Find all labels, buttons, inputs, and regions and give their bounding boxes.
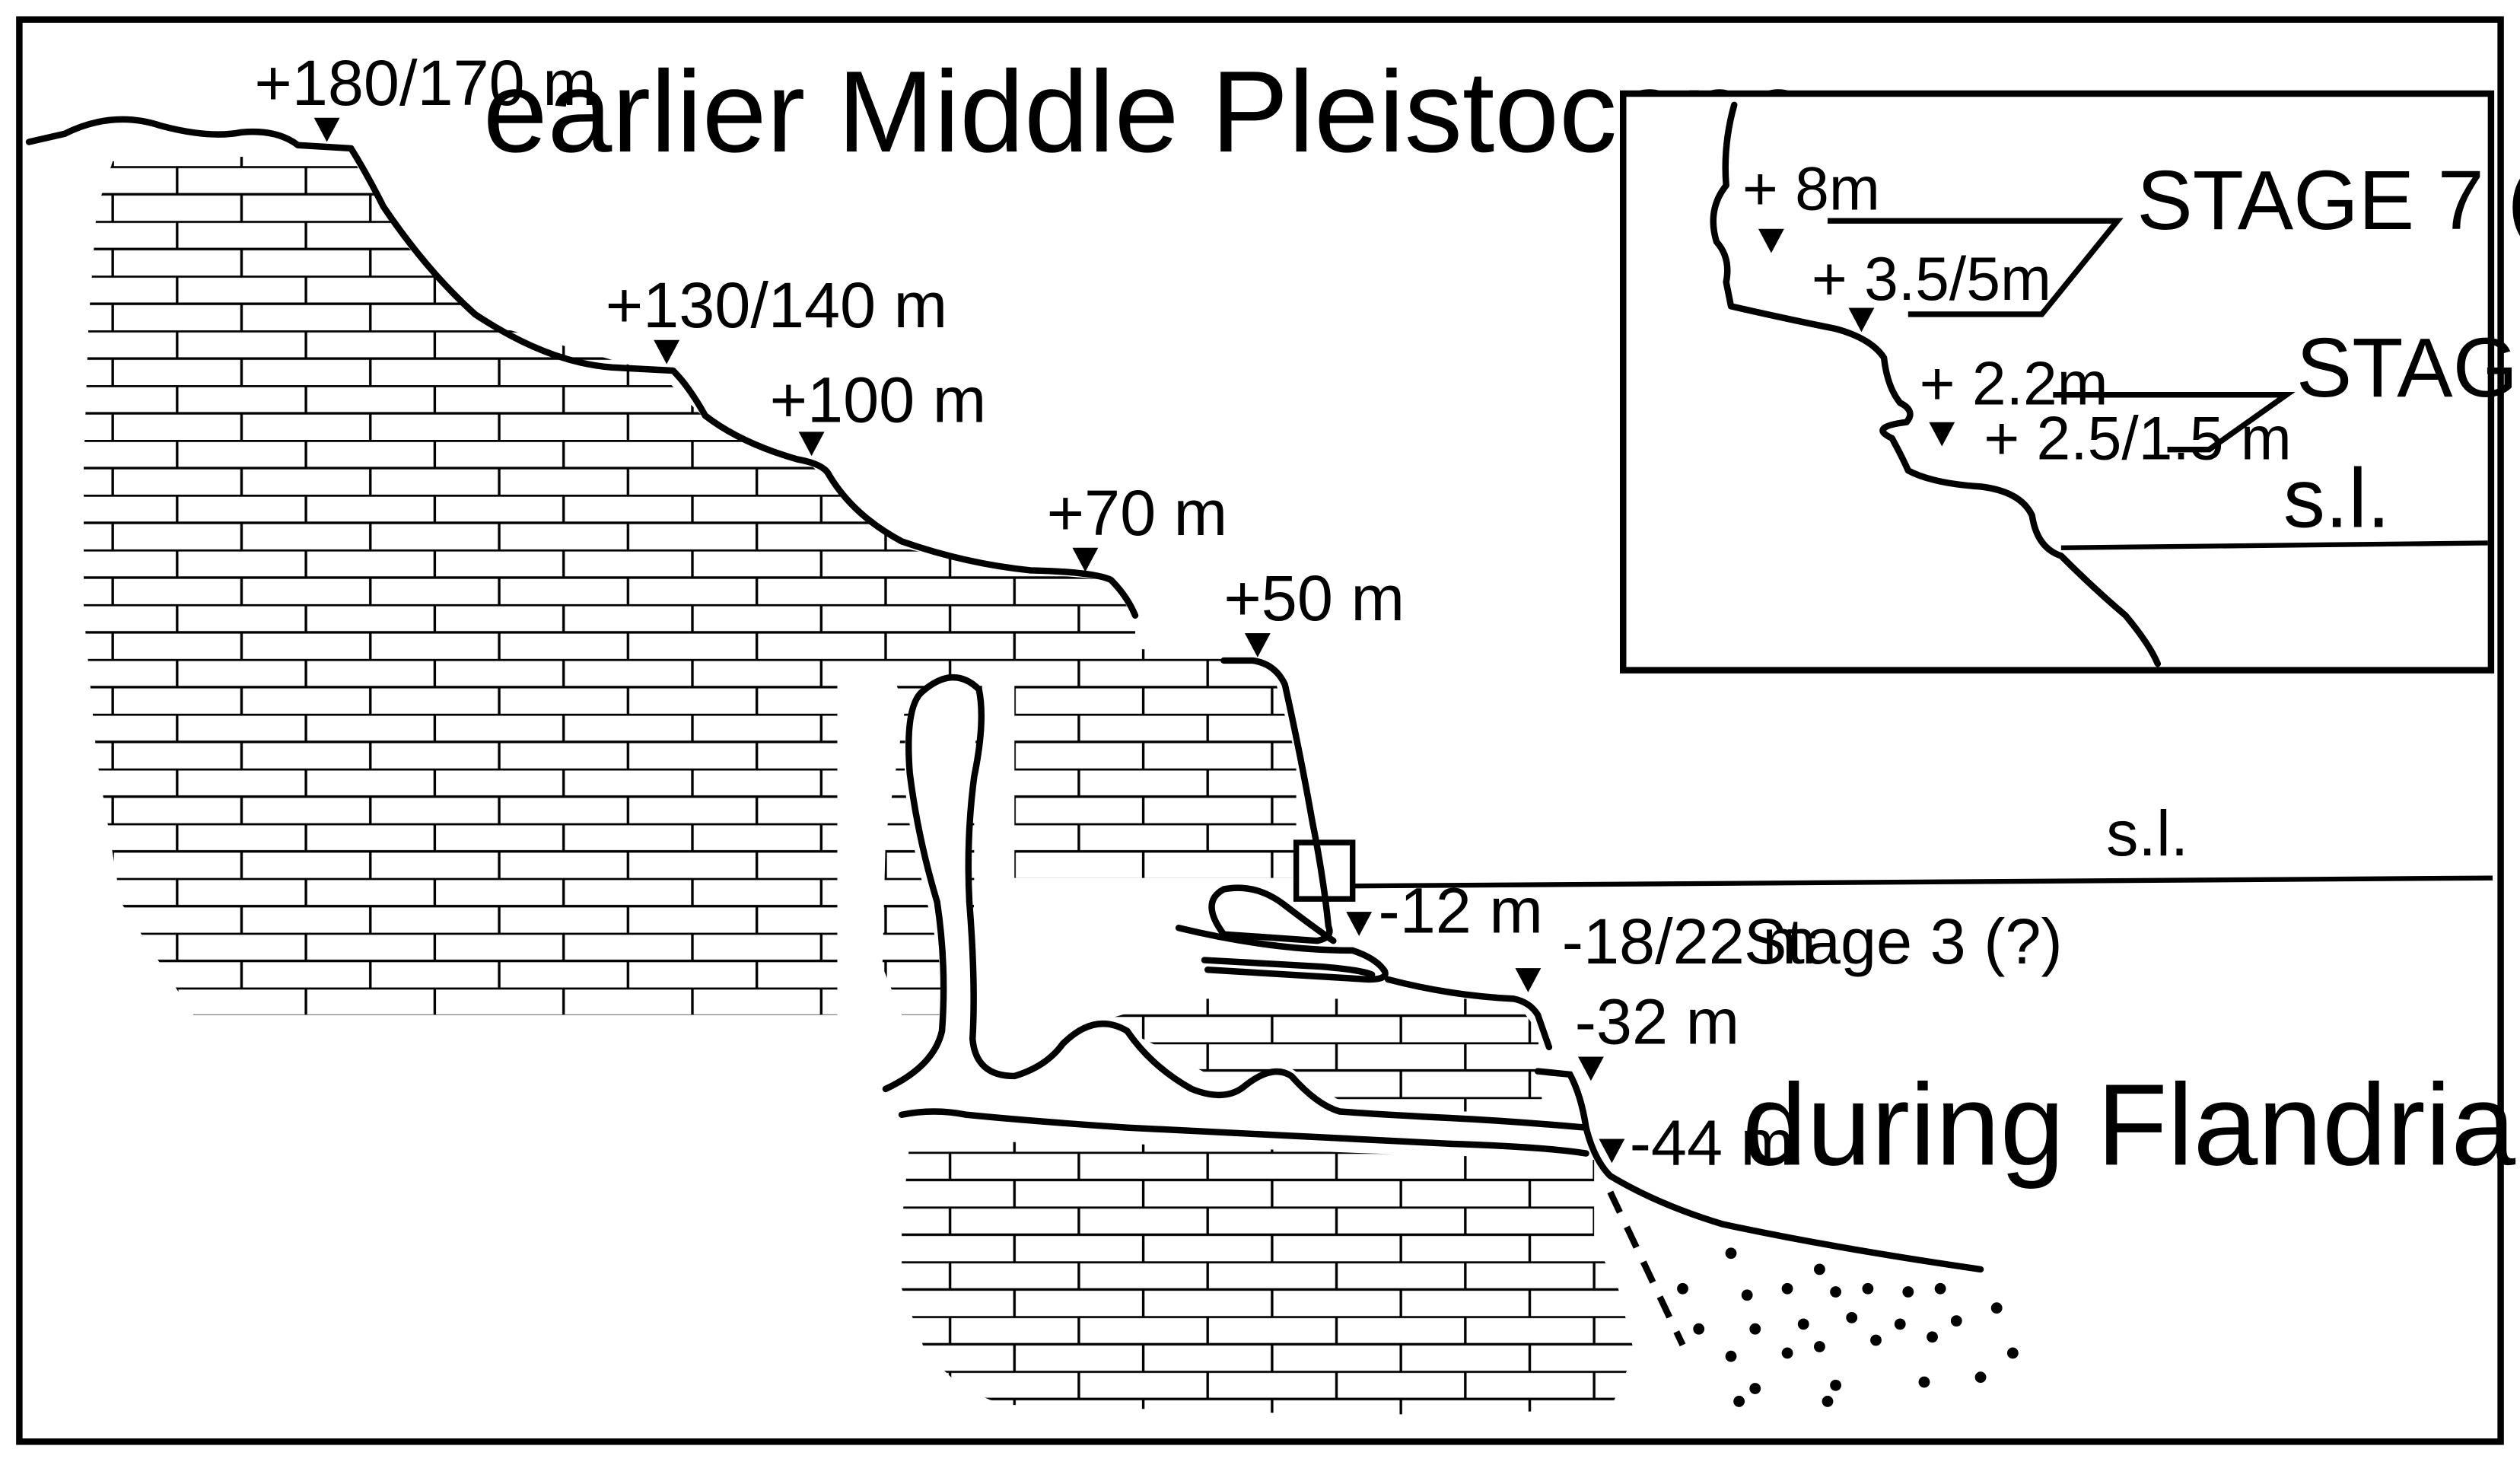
inset-level-8: + 8m (1742, 154, 1880, 223)
ground-profile-line (25, 116, 1139, 619)
inset-sea-level-label: s.l. (2283, 451, 2391, 545)
heading-upper: earlier Middle Pleistocene (483, 47, 1811, 177)
shelf-line-c (1385, 976, 1553, 1051)
down-triangle-icon (1577, 1056, 1604, 1081)
down-triangle-icon (313, 117, 340, 142)
down-triangle-icon (1848, 307, 1875, 333)
level-label-70: +70 m (1047, 476, 1228, 549)
down-triangle-icon (1515, 968, 1542, 992)
down-triangle-icon (1758, 228, 1784, 253)
stage-3-label: Stage 3 (?) (1744, 905, 2063, 977)
level-label-minus44: -44 m (1630, 1106, 1794, 1178)
sediment-dots (1677, 1247, 2019, 1407)
down-triangle-icon (798, 432, 825, 457)
cave-outline (882, 674, 1589, 1131)
inset-frame (1619, 90, 2495, 674)
lower-terrace-line (1534, 1068, 1984, 1273)
inset-sea-level-line (2060, 540, 2488, 550)
stage-5-bracket (2053, 392, 2296, 453)
down-triangle-icon (1346, 912, 1373, 936)
inset-locator-box (1293, 839, 1356, 902)
level-label-minus12: -12 m (1379, 874, 1543, 947)
level-label-50: +50 m (1223, 562, 1405, 634)
level-label-minus32: -32 m (1575, 986, 1739, 1058)
level-label-100: +100 m (770, 364, 987, 436)
down-triangle-icon (654, 339, 680, 365)
sea-level-label: s.l. (2106, 797, 2188, 869)
cave-floor-line (898, 1108, 1589, 1157)
heading-lower: during Flandria Trasgression (1742, 1060, 2520, 1190)
stage-7-bracket (1827, 218, 2124, 317)
down-triangle-icon (1072, 547, 1099, 572)
shelf-line-b (1201, 957, 1376, 978)
inset-panel: + 8m + 3.5/5m + 2.2m + 2.5/1.5 m STAGE 7… (1619, 90, 2520, 674)
down-triangle-icon (1244, 632, 1271, 658)
shelf-line-a (1175, 925, 1389, 983)
ground-profile-line-lower (1208, 657, 1337, 944)
down-triangle-icon (1599, 1139, 1625, 1164)
outer-frame (16, 16, 2504, 1445)
inset-level-2-2: + 2.2m (1920, 349, 2108, 418)
limestone-upper-block (84, 148, 1297, 1015)
inset-profile-line (1710, 101, 2162, 667)
inset-level-3-5: + 3.5/5m (1812, 245, 2051, 314)
sediment-boundary-dashed (1607, 1190, 1686, 1347)
level-label-130: +130/140 m (606, 269, 947, 341)
down-triangle-icon (1929, 422, 1955, 447)
level-markers (313, 117, 1625, 1164)
limestone-middle-shelf (1111, 998, 1543, 1112)
inset-stage-7-label: STAGE 7 (?) (2137, 154, 2520, 247)
inset-stage-5-label: STAGE 5 (2296, 321, 2520, 415)
inset-level-2-5: + 2.5/1.5 m (1984, 404, 2292, 473)
inset-level-markers (1758, 228, 1955, 447)
level-label-180: +180/170 m (254, 46, 596, 119)
sea-level-line (1352, 875, 2493, 889)
limestone-lower-block (902, 1140, 1635, 1415)
level-label-minus18: -18/22 m (1562, 905, 1816, 977)
